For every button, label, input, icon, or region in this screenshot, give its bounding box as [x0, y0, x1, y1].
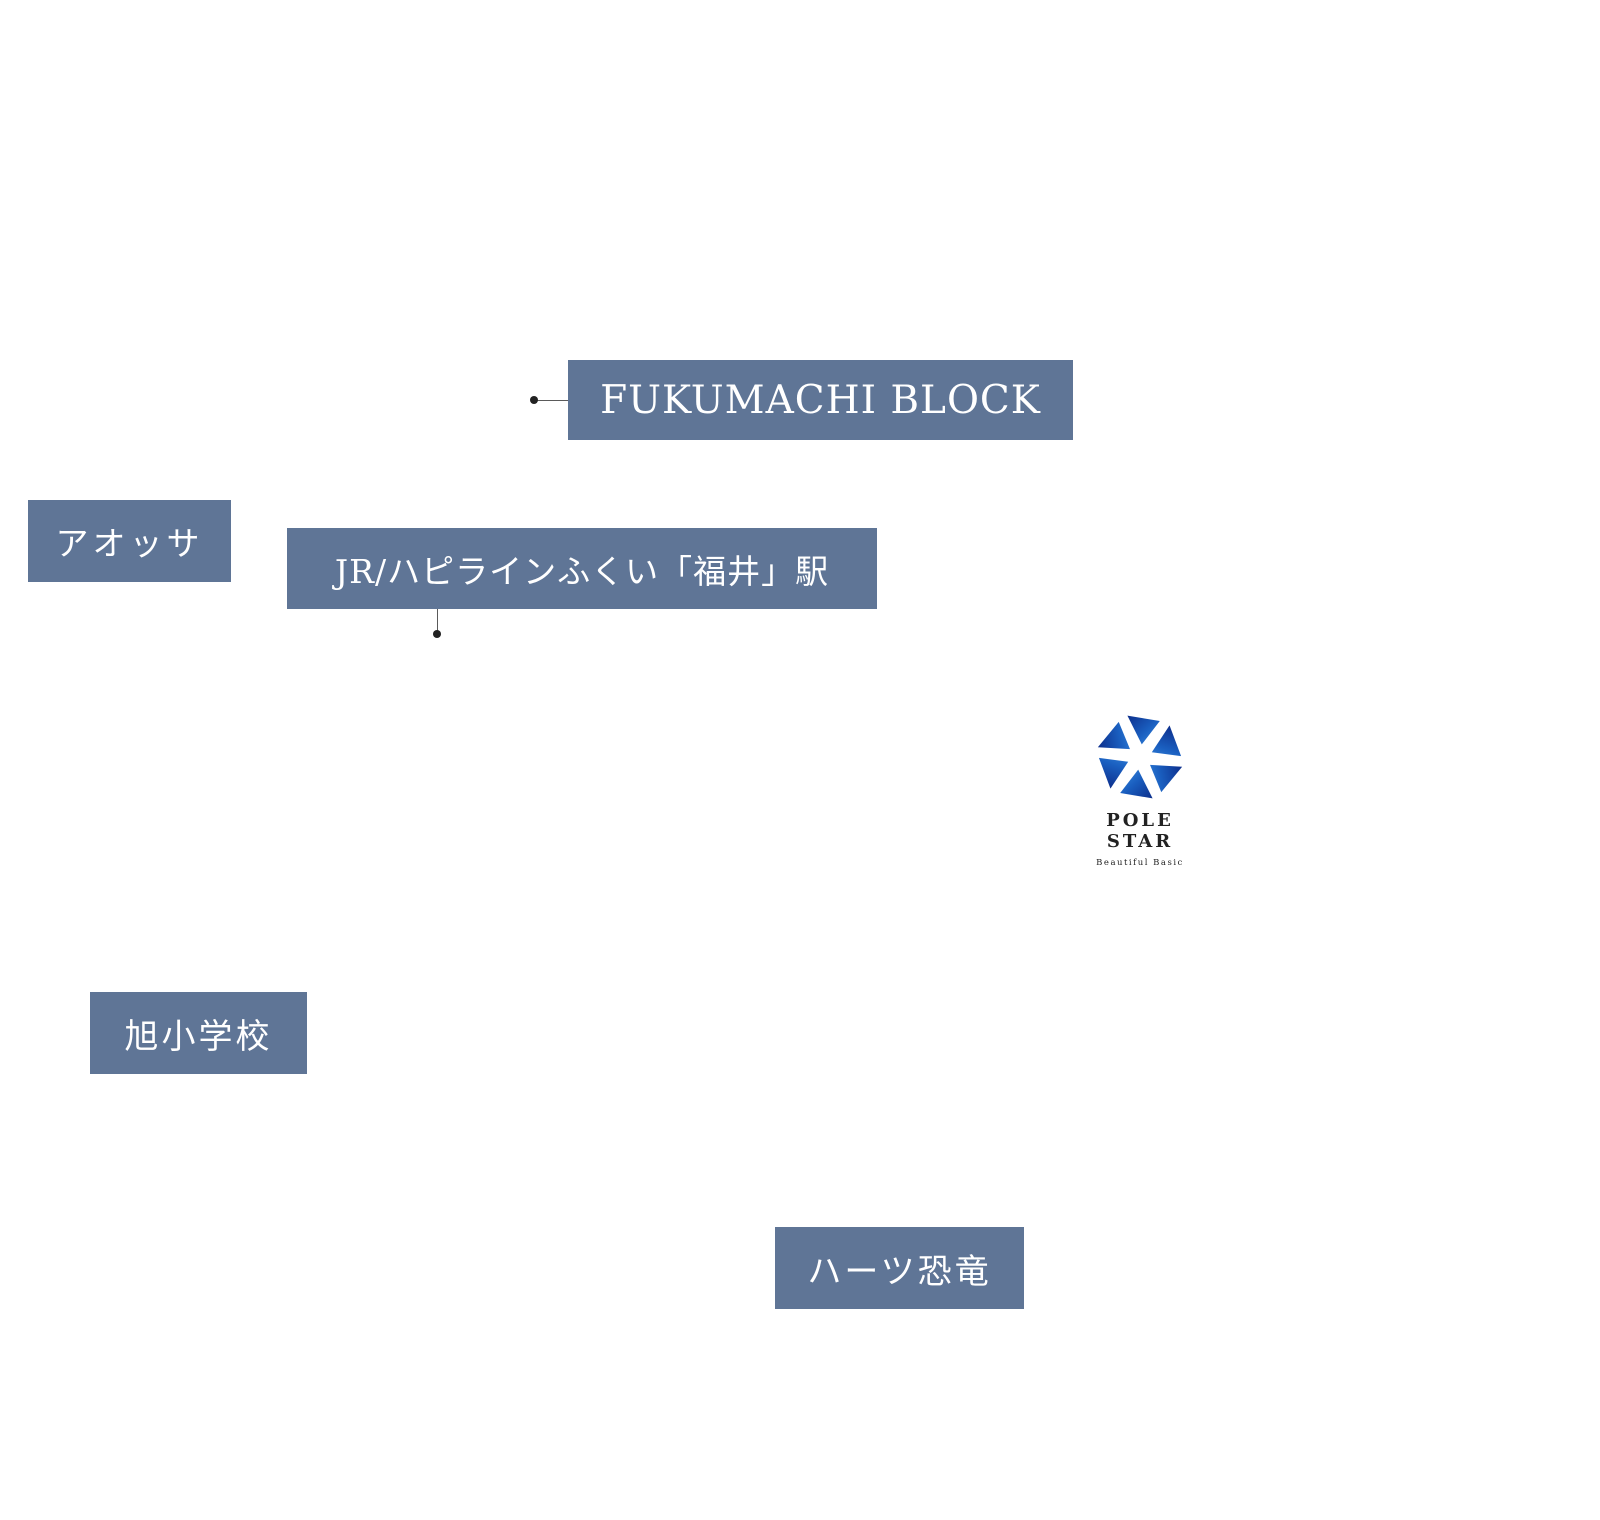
fukumachi-block-leader-line	[535, 400, 569, 401]
hearts-dinosaur-label[interactable]: ハーツ恐竜	[775, 1227, 1024, 1309]
fukumachi-block-marker[interactable]	[530, 396, 538, 404]
logo-name-line2: STAR	[1106, 831, 1174, 852]
logo-name-line1: POLE	[1106, 810, 1174, 831]
fukumachi-block-label[interactable]: FUKUMACHI BLOCK	[568, 360, 1073, 440]
pole-star-logo[interactable]: POLE STAR Beautiful Basic	[1090, 712, 1190, 872]
pinwheel-star-icon	[1097, 715, 1183, 799]
fukui-station-leader-line	[437, 609, 438, 634]
fukui-station-label[interactable]: JR/ハピラインふくい「福井」駅	[287, 528, 877, 609]
aossa-label[interactable]: アオッサ	[28, 500, 231, 582]
fukui-station-marker[interactable]	[433, 630, 441, 638]
asahi-school-label[interactable]: 旭小学校	[90, 992, 307, 1074]
logo-tagline: Beautiful Basic	[1096, 858, 1184, 868]
